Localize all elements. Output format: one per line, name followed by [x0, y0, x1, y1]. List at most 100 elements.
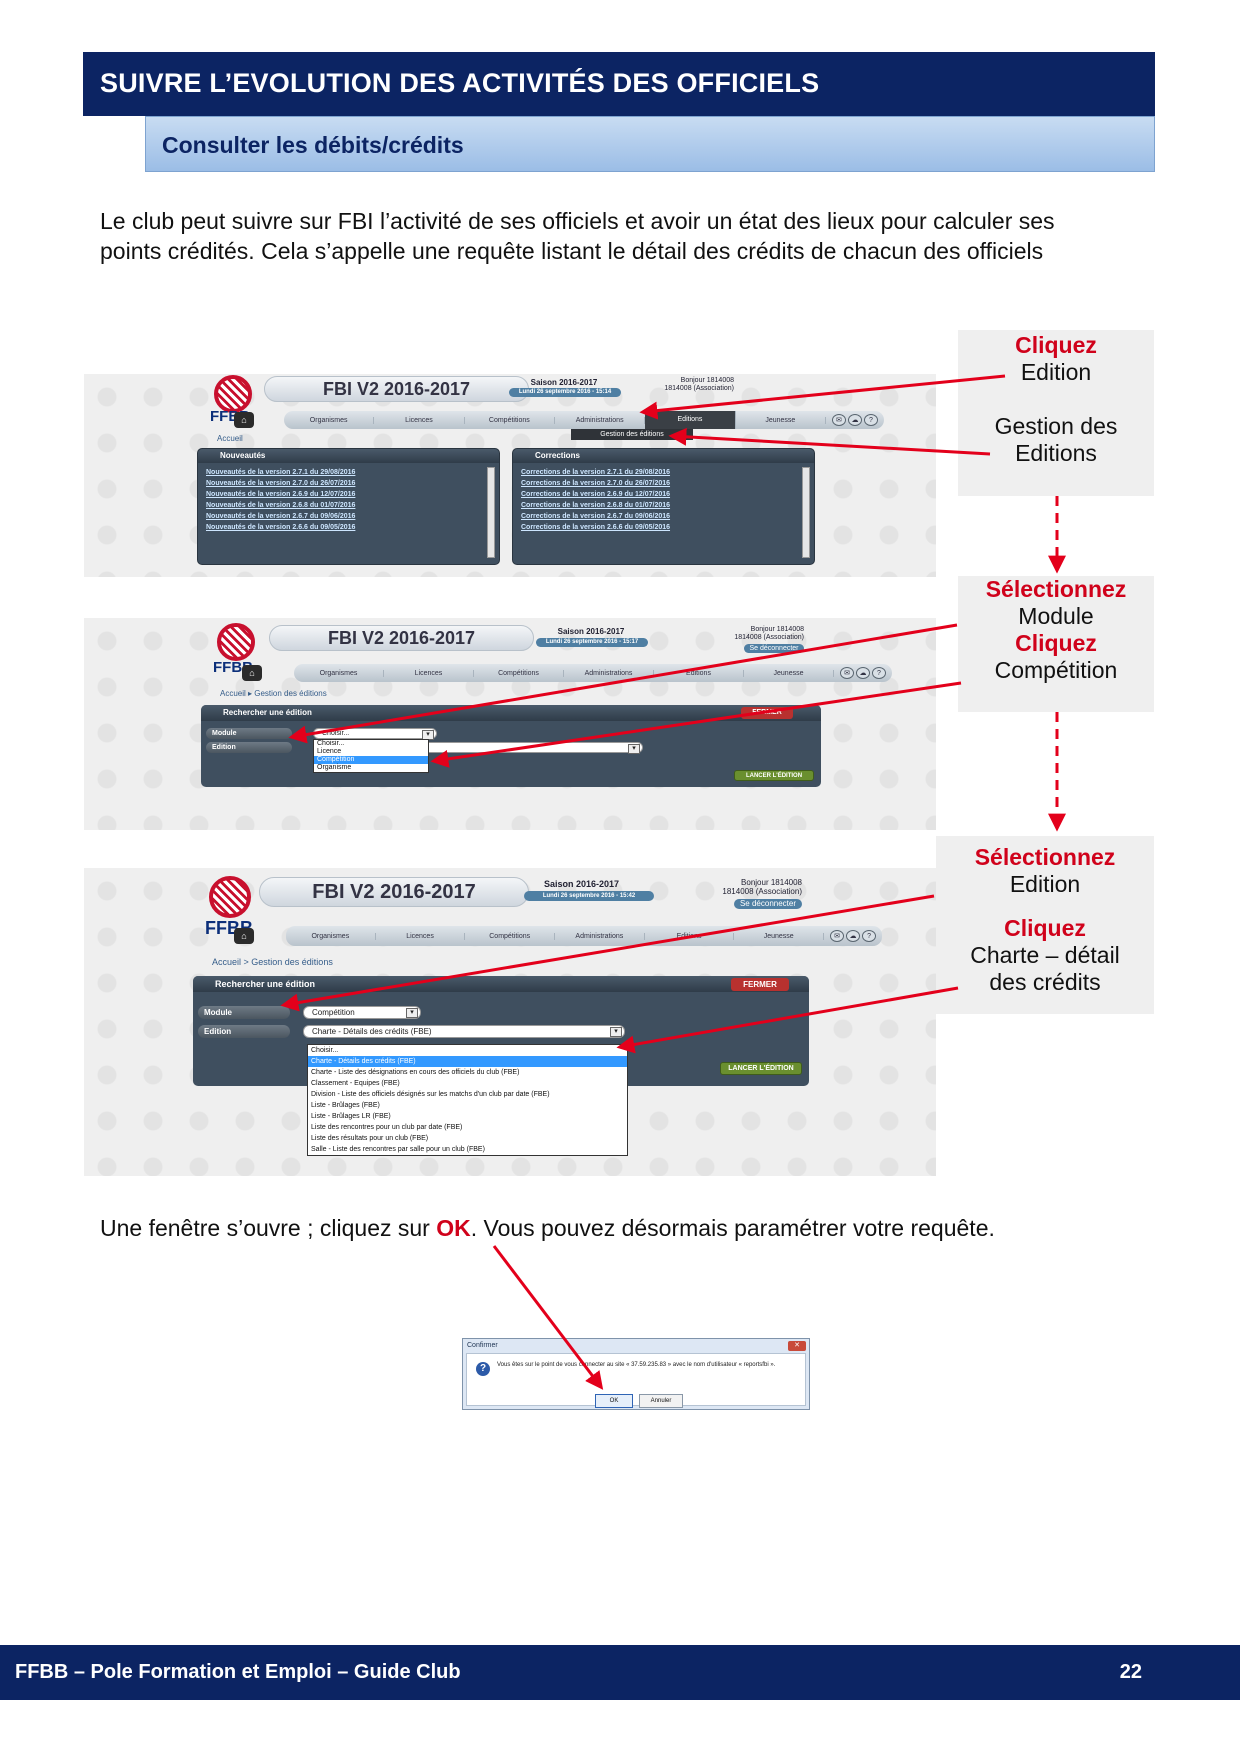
callout-step1: Cliquez Edition Gestion des Editions	[958, 330, 1154, 496]
list-item[interactable]: Classement - Equipes (FBE)	[311, 1080, 400, 1087]
list-item[interactable]: Nouveautés de la version 2.7.0 du 26/07/…	[206, 480, 356, 487]
chat-icon[interactable]: ☁	[856, 667, 870, 679]
list-item[interactable]: Corrections de la version 2.6.8 du 01/07…	[521, 502, 671, 509]
nav-licences[interactable]: Licences	[374, 416, 465, 424]
launch-edition-button[interactable]: LANCER L'ÉDITION	[734, 770, 814, 781]
close-icon[interactable]: ✕	[788, 1341, 806, 1351]
callout-text: Compétition	[994, 657, 1118, 683]
list-item[interactable]: Nouveautés de la version 2.6.6 du 09/05/…	[206, 524, 356, 531]
list-item[interactable]: Corrections de la version 2.6.6 du 09/05…	[521, 524, 671, 531]
list-item[interactable]: Liste des rencontres pour un club par da…	[311, 1124, 463, 1131]
ffbb-logo-icon	[209, 876, 251, 918]
nav-competitions[interactable]: Compétitions	[465, 932, 556, 940]
news-scrollbar[interactable]	[487, 467, 495, 558]
help-icon[interactable]: ?	[862, 930, 877, 942]
mail-icon[interactable]: ✉	[830, 930, 845, 942]
breadcrumb[interactable]: Accueil	[217, 434, 243, 443]
nav-jeunesse[interactable]: Jeunesse	[734, 932, 825, 940]
season-date: Lundi 26 septembre 2016 - 15:17	[536, 638, 648, 647]
list-item[interactable]: Salle - Liste des rencontres par salle p…	[311, 1146, 485, 1153]
dialog-message: Vous êtes sur le point de vous connecter…	[497, 1362, 776, 1368]
breadcrumb[interactable]: Accueil > Gestion des éditions	[212, 957, 333, 967]
nav-editions[interactable]: Editions	[645, 411, 736, 429]
callout-text: Editions	[1015, 440, 1097, 466]
mail-icon[interactable]: ✉	[831, 414, 846, 426]
ok-button[interactable]: OK	[595, 1394, 633, 1408]
list-item[interactable]: Choisir...	[317, 740, 345, 747]
list-item[interactable]: Choisir...	[311, 1047, 339, 1054]
callout-text: Edition	[1009, 871, 1081, 897]
list-item[interactable]: Nouveautés de la version 2.6.7 du 09/06/…	[206, 513, 356, 520]
list-item[interactable]: Liste des résultats pour un club (FBE)	[311, 1135, 429, 1142]
help-icon[interactable]: ?	[863, 414, 878, 426]
module-select-value: Choisir...	[322, 730, 350, 737]
list-item[interactable]: Corrections de la version 2.7.1 du 29/08…	[521, 469, 671, 476]
chevron-down-icon[interactable]: ▾	[406, 1008, 418, 1018]
chat-icon[interactable]: ☁	[847, 414, 862, 426]
nav-competitions[interactable]: Compétitions	[465, 416, 555, 424]
logout-button[interactable]: Se déconnecter	[734, 899, 802, 909]
arrow-module	[288, 623, 958, 744]
list-item[interactable]: Licence	[317, 748, 342, 755]
list-item[interactable]: Compétition	[314, 756, 428, 764]
callout-text: Module	[1018, 603, 1094, 629]
list-item[interactable]: Corrections de la version 2.7.0 du 26/07…	[521, 480, 671, 487]
nav-jeunesse[interactable]: Jeunesse	[744, 669, 834, 677]
page-number: 22	[1119, 1661, 1142, 1683]
nav-administrations[interactable]: Administrations	[555, 932, 645, 940]
list-item[interactable]: Charte - Liste des désignations en cours…	[311, 1069, 520, 1076]
corrections-scrollbar[interactable]	[802, 467, 810, 558]
list-item[interactable]: Charte - Détails des crédits (FBE)	[308, 1056, 627, 1067]
list-item[interactable]: Corrections de la version 2.6.9 du 12/07…	[521, 491, 671, 498]
nav-tools: ✉☁?	[824, 930, 882, 942]
nav-competitions[interactable]: Compétitions	[474, 669, 564, 677]
launch-edition-button[interactable]: LANCER L'ÉDITION	[720, 1062, 802, 1075]
list-item[interactable]: Division - Liste des officiels désignés …	[311, 1091, 550, 1098]
list-item[interactable]: Nouveautés de la version 2.6.8 du 01/07/…	[206, 502, 356, 509]
list-item[interactable]: Corrections de la version 2.6.7 du 09/06…	[521, 513, 671, 520]
nav-organismes[interactable]: Organismes	[294, 669, 384, 677]
chevron-down-icon[interactable]: ▾	[628, 744, 640, 754]
section-title: SUIVRE L’EVOLUTION DES ACTIVITÉS DES OFF…	[100, 68, 820, 98]
nav-administrations[interactable]: Administrations	[564, 669, 654, 677]
nav-licences[interactable]: Licences	[376, 932, 466, 940]
home-icon[interactable]: ⌂	[234, 412, 254, 428]
nav-jeunesse[interactable]: Jeunesse	[736, 416, 826, 424]
nav-organismes[interactable]: Organismes	[284, 416, 375, 424]
help-icon[interactable]: ?	[872, 667, 886, 679]
arrow-gestion-editions	[668, 427, 991, 456]
close-button[interactable]: FERMER	[731, 978, 789, 991]
question-icon: ?	[476, 1362, 490, 1376]
edition-select[interactable]: Charte - Détails des crédits (FBE)▾	[303, 1025, 625, 1038]
list-item[interactable]: Organisme	[317, 764, 352, 771]
breadcrumb[interactable]: Accueil ▸ Gestion des éditions	[220, 689, 327, 698]
module-select[interactable]: Compétition▾	[303, 1006, 421, 1019]
list-item[interactable]: Liste - Brûlages (FBE)	[311, 1102, 380, 1109]
chat-icon[interactable]: ☁	[846, 930, 861, 942]
ffbb-logo-icon	[217, 623, 255, 661]
list-item[interactable]: Nouveautés de la version 2.7.1 du 29/08/…	[206, 469, 356, 476]
callout-action: Cliquez	[1015, 630, 1097, 656]
ok-instruction: Une fenêtre s’ouvre ; cliquez sur OK. Vo…	[100, 1215, 995, 1242]
list-item[interactable]: Liste - Brûlages LR (FBE)	[311, 1113, 391, 1120]
chevron-down-icon[interactable]: ▾	[610, 1027, 622, 1037]
nav-licences[interactable]: Licences	[384, 669, 474, 677]
footer-title: FFBB – Pole Formation et Emploi – Guide …	[15, 1661, 461, 1683]
news-list: Nouveautés de la version 2.7.1 du 29/08/…	[198, 463, 499, 537]
nav-editions[interactable]: Editions	[654, 669, 744, 677]
nav-administrations[interactable]: Administrations	[555, 416, 646, 424]
home-icon[interactable]: ⌂	[234, 928, 254, 944]
nav-organismes[interactable]: Organismes	[286, 932, 376, 940]
callout-text: Gestion des	[994, 413, 1118, 439]
home-icon[interactable]: ⌂	[242, 665, 262, 681]
mail-icon[interactable]: ✉	[840, 667, 854, 679]
arrow-edition	[280, 894, 935, 1012]
arrow-competition	[430, 681, 962, 768]
season-label: Saison 2016-2017	[530, 378, 598, 387]
submenu-gestion-editions[interactable]: Gestion des éditions	[571, 429, 693, 440]
list-item[interactable]: Nouveautés de la version 2.6.9 du 12/07/…	[206, 491, 356, 498]
logout-button[interactable]: Se déconnecter	[744, 644, 804, 653]
cancel-button[interactable]: Annuler	[639, 1394, 683, 1408]
callout-action: Cliquez	[1004, 915, 1086, 941]
